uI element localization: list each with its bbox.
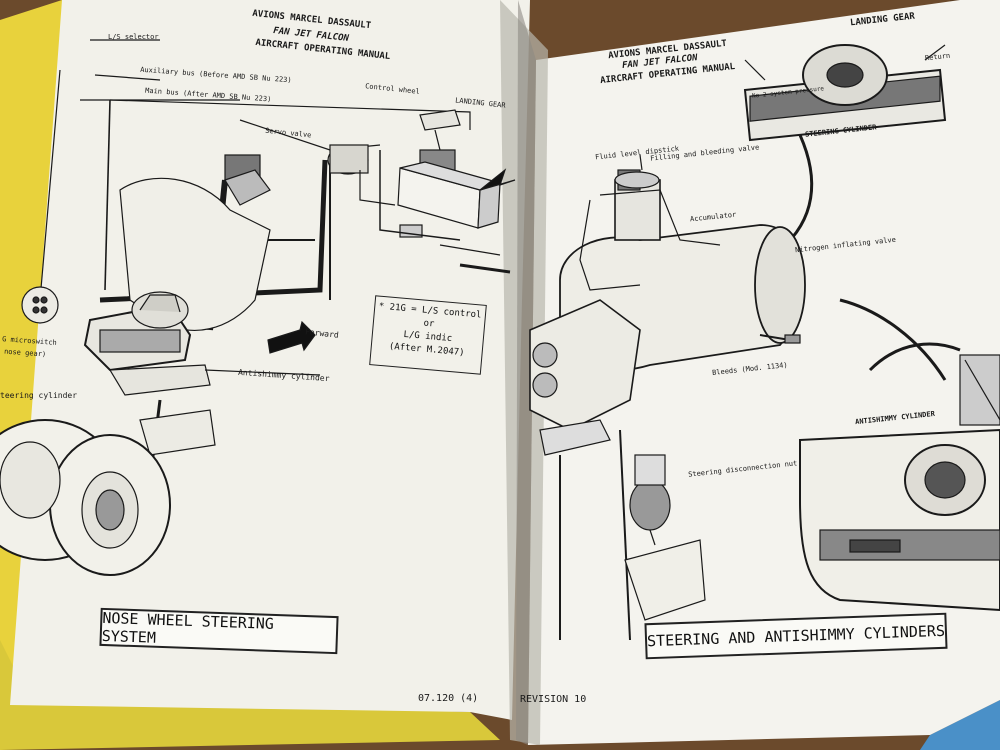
left-page-number: 07.120 (4) [418, 693, 479, 704]
book-cover-right [920, 700, 1000, 750]
note-box: * 21G = L/S control or L/G indic (After … [369, 295, 487, 375]
page-stack-bottom [0, 640, 500, 750]
left-diagram [0, 39, 516, 576]
right-diagram [529, 44, 1000, 641]
right-revision: REVISION 10 [520, 694, 587, 705]
gutter-fold [516, 0, 536, 745]
label-ls-selector: L/S selector [108, 33, 159, 41]
label-steering-cylinder: teering cylinder [0, 391, 78, 400]
